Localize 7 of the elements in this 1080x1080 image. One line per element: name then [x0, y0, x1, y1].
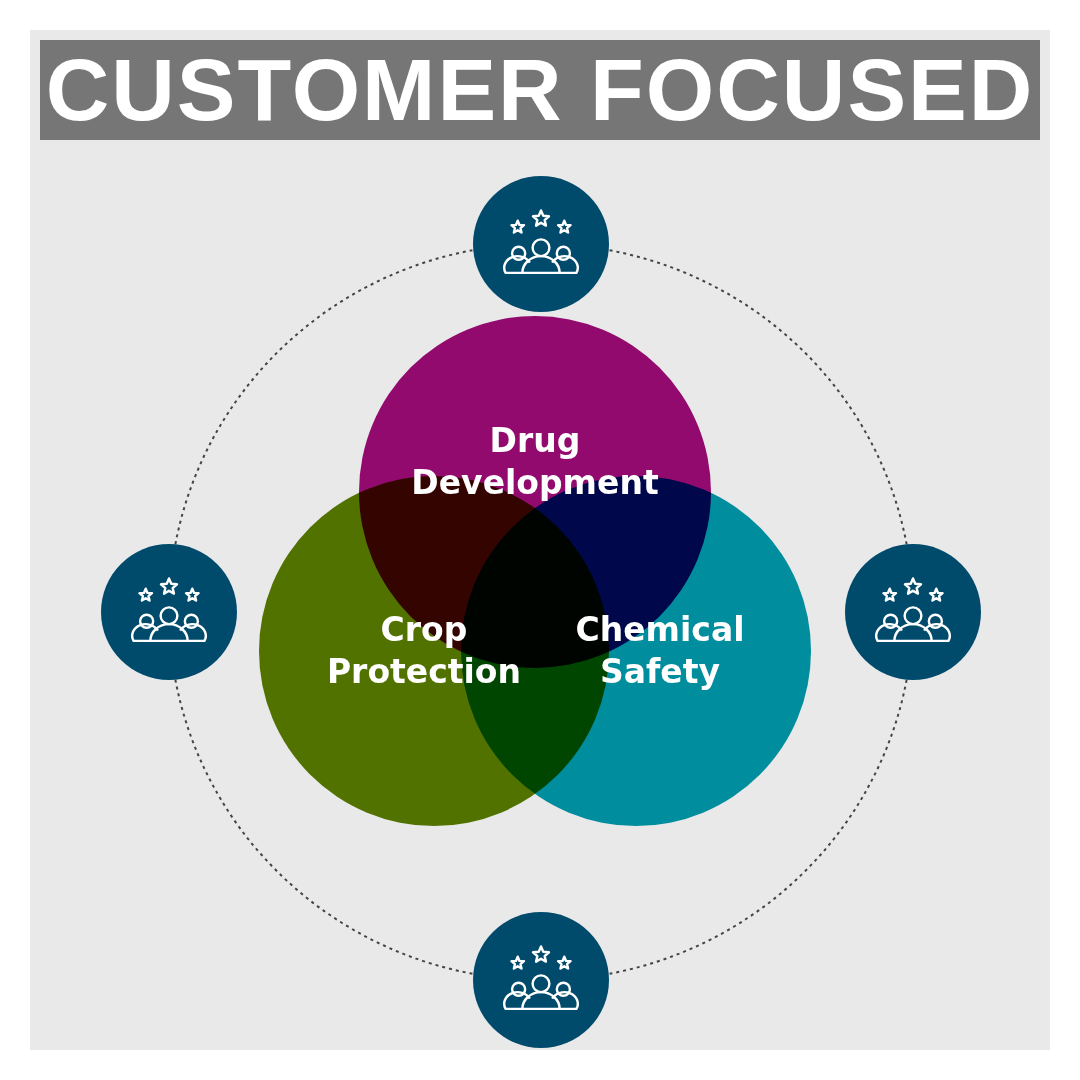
dotted-connector	[608, 249, 908, 546]
circle-label: Drug Development	[410, 420, 660, 504]
dotted-connector	[174, 678, 474, 975]
circle-label: Crop Protection	[325, 609, 523, 693]
dotted-connector	[174, 249, 474, 546]
dotted-connector	[608, 678, 908, 975]
title-text: CUSTOMER FOCUSED	[40, 40, 1040, 140]
